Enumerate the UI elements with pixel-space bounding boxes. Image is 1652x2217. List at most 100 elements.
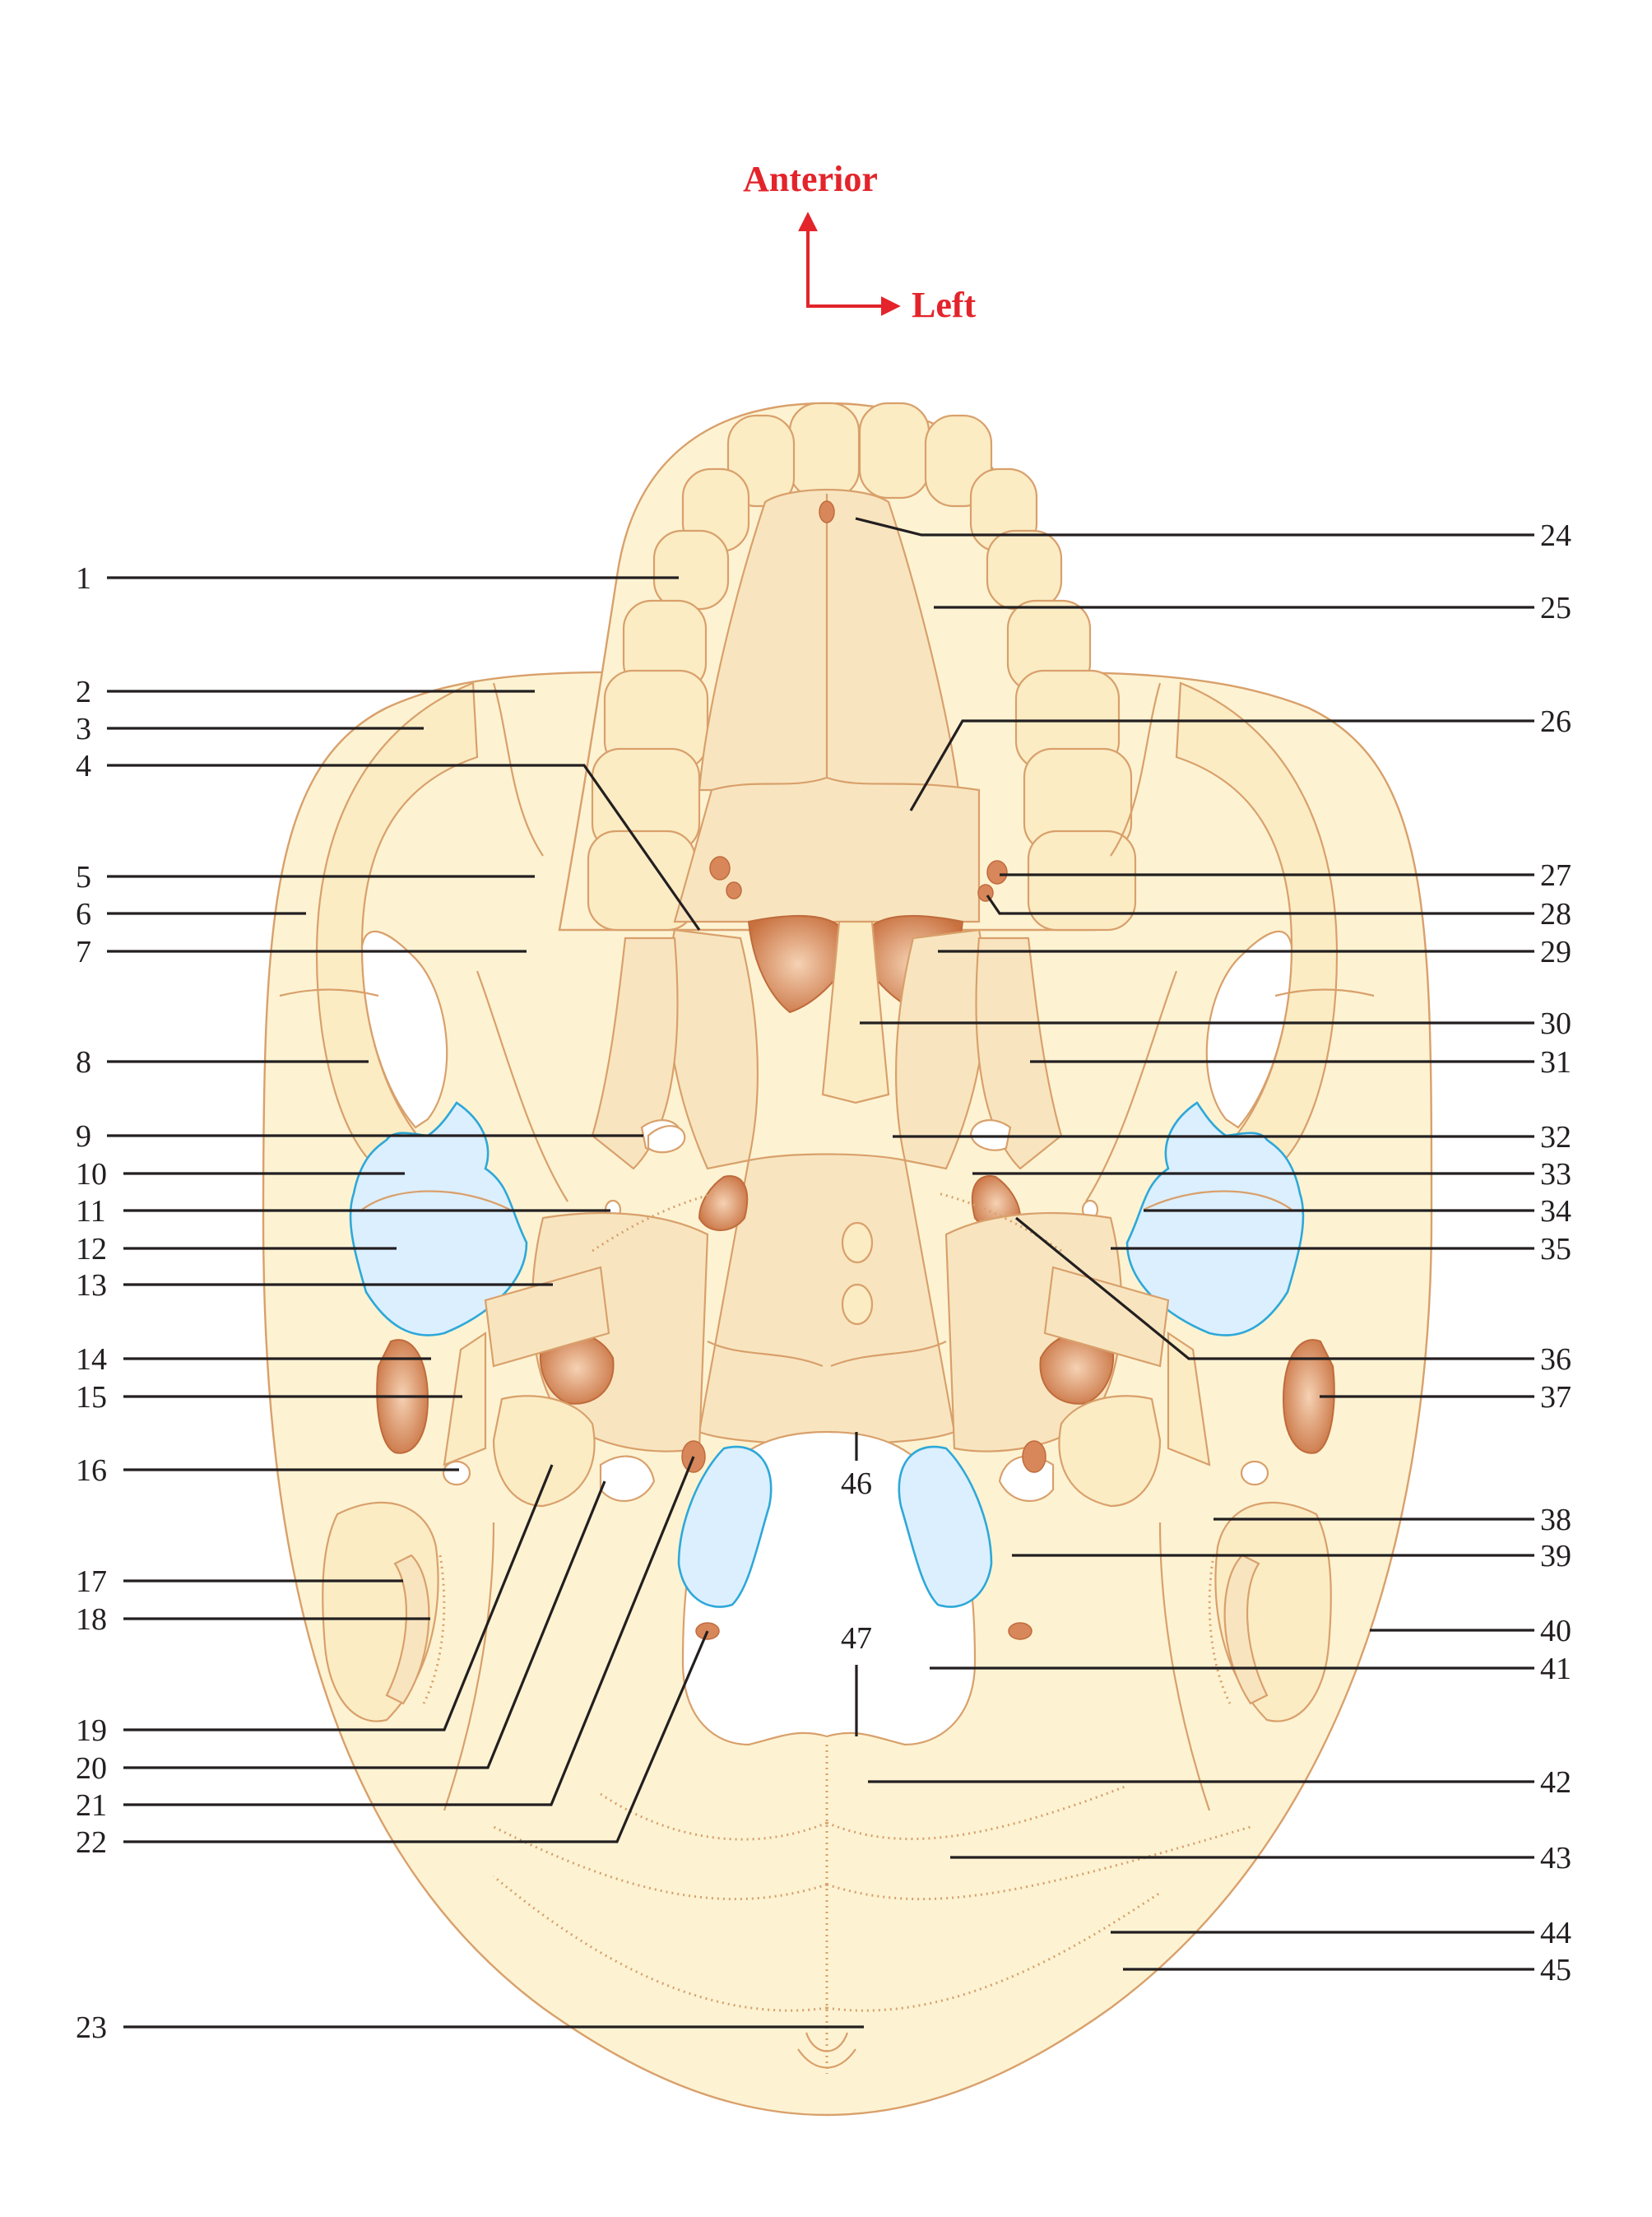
label-7: 7 <box>76 935 91 969</box>
label-5: 5 <box>76 860 91 895</box>
inferior-nuchal-line-right <box>600 1792 828 1841</box>
label-6: 6 <box>76 897 91 932</box>
greater-palatine-foramen-right <box>709 856 731 881</box>
basilar-occipital <box>698 1153 956 1446</box>
label-41: 41 <box>1540 1652 1571 1686</box>
hard-palate <box>698 488 960 792</box>
digastric-groove-left <box>1208 1555 1232 1704</box>
spheno-occipital-left <box>830 1341 947 1368</box>
label-13: 13 <box>76 1268 107 1303</box>
sphenoid-greater-wing-left <box>975 937 1063 1170</box>
label-42: 42 <box>1540 1765 1571 1800</box>
mastoid-notch-left <box>1223 1554 1269 1705</box>
label-47: 47 <box>841 1621 872 1656</box>
label-33: 33 <box>1540 1157 1571 1192</box>
left-label: Left <box>912 285 977 325</box>
label-24: 24 <box>1540 518 1571 553</box>
label-3: 3 <box>76 712 91 746</box>
stylomastoid-foramen-right <box>442 1460 471 1486</box>
teeth-left <box>858 402 1137 932</box>
tympanic-right <box>484 1266 610 1368</box>
label-32: 32 <box>1540 1120 1571 1155</box>
label-10: 10 <box>76 1157 107 1192</box>
label-2: 2 <box>76 675 91 709</box>
digastric-groove-right <box>422 1555 446 1704</box>
occipitomastoid-suture-left <box>1158 1522 1211 1811</box>
anterior-label: Anterior <box>743 159 878 199</box>
label-28: 28 <box>1540 897 1571 932</box>
hypoglossal-canal-left <box>1022 1440 1046 1473</box>
label-27: 27 <box>1540 858 1571 893</box>
highest-nuchal-line-right <box>493 1875 828 2012</box>
label-43: 43 <box>1540 1841 1571 1875</box>
label-34: 34 <box>1540 1194 1571 1229</box>
styloid-left <box>1167 1331 1211 1466</box>
vomer <box>821 920 890 1104</box>
label-4: 4 <box>76 749 91 783</box>
labels-left: 1 2 3 4 5 6 7 8 9 10 11 12 13 14 15 16 1… <box>76 561 107 2045</box>
label-21: 21 <box>76 1788 107 1823</box>
label-9: 9 <box>76 1119 91 1154</box>
label-40: 40 <box>1540 1614 1571 1648</box>
mastoid-notch-right <box>385 1554 430 1705</box>
lesser-palatine-foramen-right <box>726 881 742 899</box>
label-22: 22 <box>76 1825 107 1860</box>
pharyngeal-tubercle-lower <box>841 1283 874 1326</box>
condylar-blue-right <box>677 1445 773 1608</box>
label-15: 15 <box>76 1380 107 1415</box>
external-occipital-protuberance <box>797 2032 856 2069</box>
choana-right <box>747 915 849 1014</box>
label-19: 19 <box>76 1713 107 1748</box>
temporozygomatic-suture-right <box>279 988 379 997</box>
label-11: 11 <box>76 1194 106 1229</box>
temporozygomatic-suture-left <box>1274 988 1375 997</box>
label-29: 29 <box>1540 935 1571 969</box>
label-46: 46 <box>841 1466 872 1501</box>
styloid-right <box>443 1331 487 1466</box>
label-39: 39 <box>1540 1539 1571 1573</box>
label-1: 1 <box>76 561 91 596</box>
palatine-bone <box>673 776 981 923</box>
foramen-right-9 <box>647 1125 686 1154</box>
jugular-foramen-right <box>599 1455 656 1502</box>
label-17: 17 <box>76 1564 107 1599</box>
label-16: 16 <box>76 1453 107 1488</box>
labels-right: 24 25 26 27 28 29 30 31 32 33 34 35 36 3… <box>1540 518 1571 1987</box>
teeth-right <box>587 402 861 932</box>
highest-nuchal-line-left <box>826 1891 1161 2012</box>
label-35: 35 <box>1540 1232 1571 1267</box>
stylomastoid-foramen-left <box>1240 1460 1269 1486</box>
condylar-canal-left <box>1008 1622 1032 1640</box>
pharyngeal-tubercle-upper <box>841 1221 874 1264</box>
label-23: 23 <box>76 2010 107 2045</box>
condylar-blue-left <box>898 1445 993 1608</box>
label-20: 20 <box>76 1751 107 1786</box>
articular-cartilage-left <box>1125 1101 1305 1336</box>
label-37: 37 <box>1540 1380 1571 1415</box>
zygomaticomaxillary-suture-left <box>1110 682 1162 857</box>
temporal-fossa-left <box>1205 930 1293 1129</box>
occipitomastoid-suture-right <box>443 1522 495 1811</box>
label-18: 18 <box>76 1602 107 1637</box>
greater-palatine-foramen-left <box>986 860 1008 885</box>
fossa-inner-left <box>1143 1190 1292 1211</box>
zygomaticomaxillary-suture-right <box>492 682 544 857</box>
label-30: 30 <box>1540 1006 1571 1041</box>
incisive-fossa <box>819 500 835 523</box>
sphenoid-greater-wing-right <box>591 937 679 1170</box>
leader-lines <box>107 517 1534 2029</box>
occipital-condyle-right <box>492 1395 596 1508</box>
orientation-indicator: Anterior Left <box>743 159 976 325</box>
label-38: 38 <box>1540 1503 1571 1537</box>
inferior-nuchal-line-left <box>826 1784 1128 1841</box>
temporal-fossa-right <box>360 930 448 1129</box>
articular-cartilage-right <box>349 1101 528 1336</box>
label-12: 12 <box>76 1232 107 1267</box>
labels-inner: 46 47 <box>841 1466 872 1656</box>
label-26: 26 <box>1540 704 1571 739</box>
label-25: 25 <box>1540 591 1571 625</box>
spheno-occipital-right <box>707 1341 824 1368</box>
label-44: 44 <box>1540 1916 1571 1950</box>
label-36: 36 <box>1540 1342 1571 1377</box>
